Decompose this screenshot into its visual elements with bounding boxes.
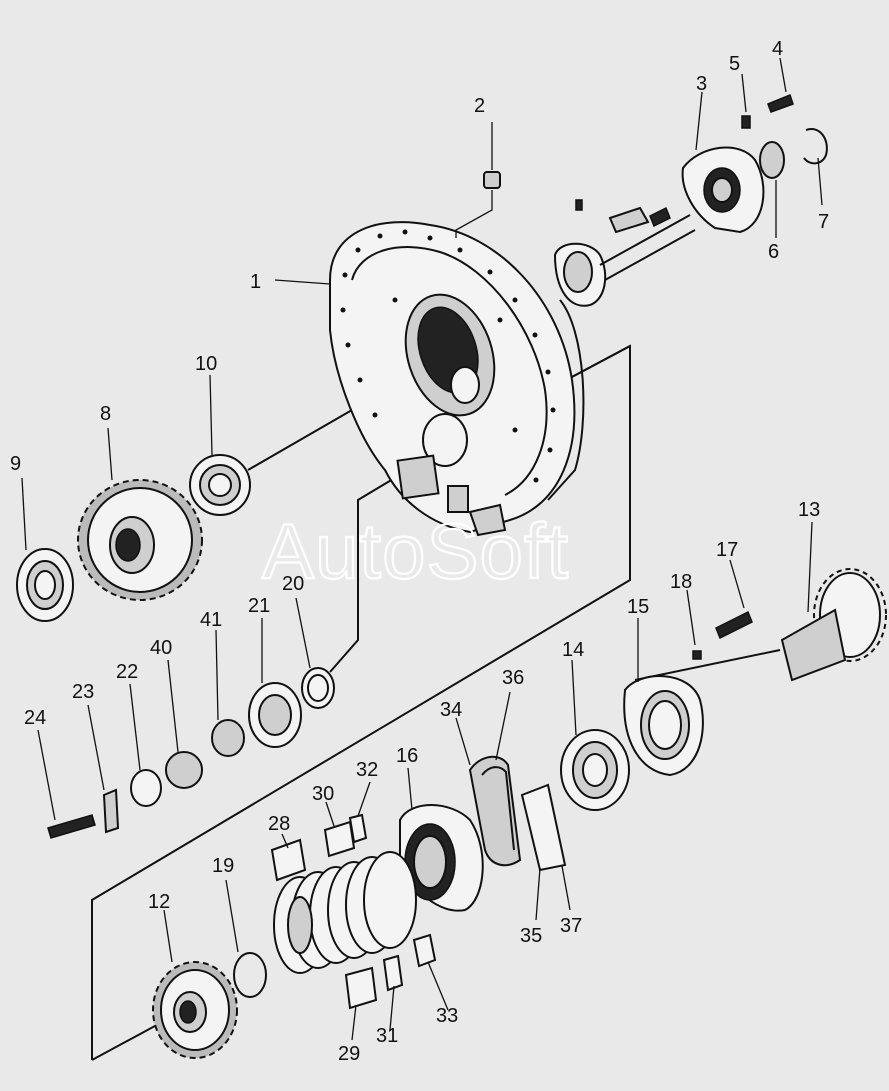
callout-4: 4 (772, 38, 783, 60)
callout-41: 41 (200, 609, 222, 631)
callout-30: 30 (312, 783, 334, 805)
callout-29: 29 (338, 1043, 360, 1065)
callout-22: 22 (116, 661, 138, 683)
gear-part-8 (77, 427, 203, 601)
callout-8: 8 (100, 403, 111, 425)
callout-16: 16 (396, 745, 418, 767)
cover-subassembly-3-7 (553, 57, 828, 307)
input-shaft-13 (634, 521, 887, 682)
callout-3: 3 (696, 73, 707, 95)
brake-shoes-34-37 (455, 691, 571, 921)
housing-part-1 (274, 221, 585, 537)
callout-31: 31 (376, 1025, 398, 1047)
callout-34: 34 (440, 699, 462, 721)
callout-12: 12 (148, 891, 170, 913)
bearing-part-9 (16, 477, 74, 622)
callout-28: 28 (268, 813, 290, 835)
callout-21: 21 (248, 595, 270, 617)
callout-33: 33 (436, 1005, 458, 1027)
callout-40: 40 (150, 637, 172, 659)
callout-14: 14 (562, 639, 584, 661)
snap-ring-part-19 (225, 879, 267, 998)
callout-15: 15 (627, 596, 649, 618)
callout-19: 19 (212, 855, 234, 877)
breather-part-2 (455, 122, 501, 238)
gear-part-12 (152, 909, 238, 1059)
callout-9: 9 (10, 453, 21, 475)
callout-10: 10 (195, 353, 217, 375)
clutch-pack-16-28-33 (270, 767, 484, 1041)
shaft-subassembly-left (37, 597, 335, 839)
callout-1: 1 (250, 271, 261, 293)
subassembly-frame (91, 344, 631, 1061)
callout-5: 5 (729, 53, 740, 75)
callout-37: 37 (560, 915, 582, 937)
watermark-text: AutoSoft (262, 507, 569, 595)
callout-7: 7 (818, 211, 829, 233)
callout-17: 17 (716, 539, 738, 561)
callout-23: 23 (72, 681, 94, 703)
flange-part-15 (623, 618, 704, 777)
callout-2: 2 (474, 95, 485, 117)
bearing-part-10 (189, 374, 251, 516)
callout-32: 32 (356, 759, 378, 781)
callout-18: 18 (670, 571, 692, 593)
callout-36: 36 (502, 667, 524, 689)
clutch-plates (273, 851, 417, 974)
bearing-part-14 (560, 659, 630, 811)
housing-bolt-holes (340, 229, 556, 483)
callout-35: 35 (520, 925, 542, 947)
callout-13: 13 (798, 499, 820, 521)
callout-24: 24 (24, 707, 46, 729)
callout-6: 6 (768, 241, 779, 263)
callout-labels: 1 2 3 4 5 6 7 8 9 10 12 13 14 15 16 17 1… (10, 38, 829, 1065)
callout-20: 20 (282, 573, 304, 595)
